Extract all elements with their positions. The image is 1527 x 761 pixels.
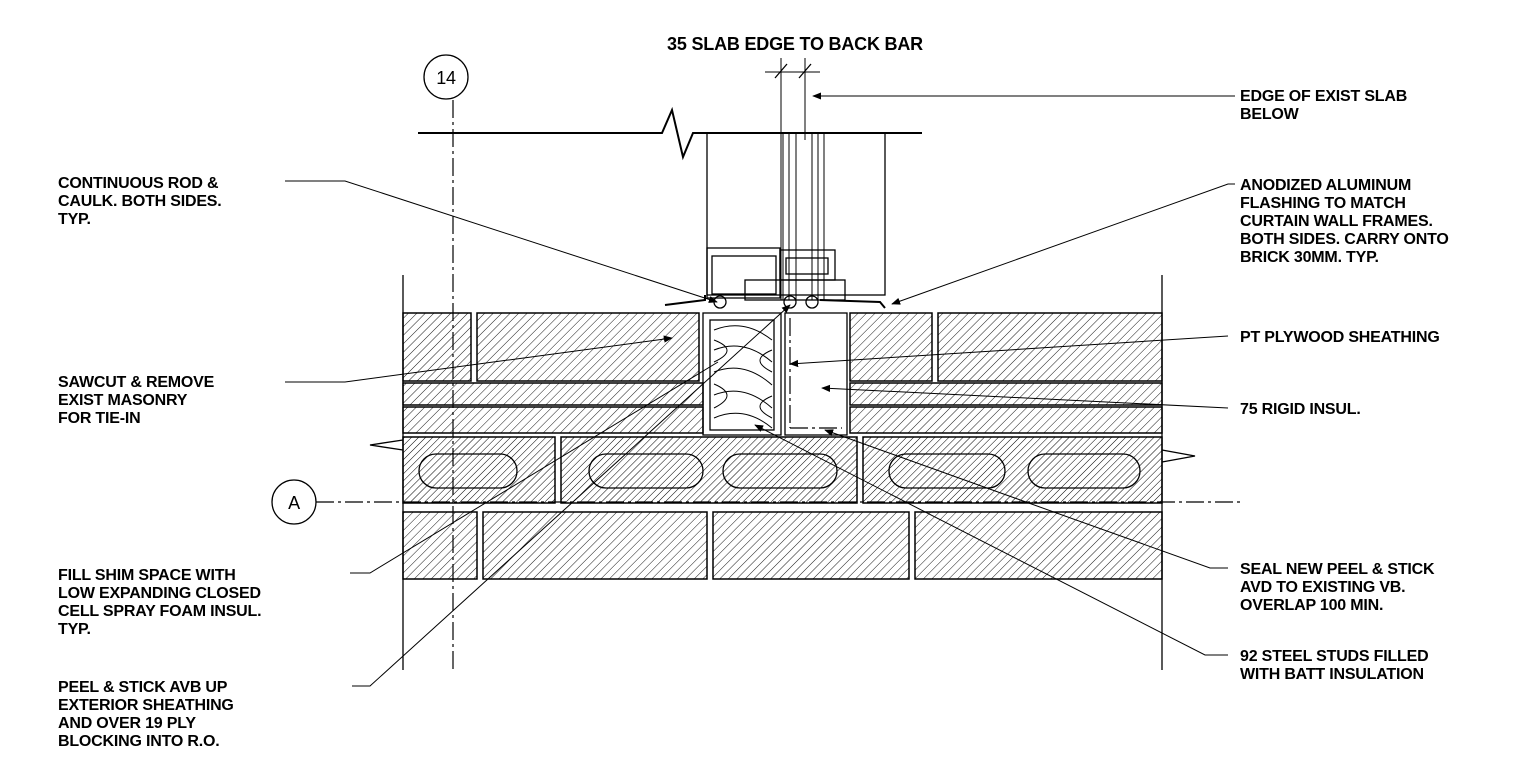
label-line: CAULK. BOTH SIDES. — [58, 193, 222, 210]
grid-bubble-a-label: A — [288, 493, 300, 513]
label-line: CURTAIN WALL FRAMES. — [1240, 213, 1433, 230]
label-line: TYP. — [58, 211, 91, 228]
detail-title: 35 SLAB EDGE TO BACK BAR — [667, 34, 923, 54]
label-line: AND OVER 19 PLY — [58, 715, 196, 732]
label-line: CELL SPRAY FOAM INSUL. — [58, 603, 261, 620]
dimension-marks — [765, 58, 820, 300]
grid-bubble-14-label: 14 — [436, 68, 456, 88]
opening-infill — [702, 312, 848, 436]
leader-lines — [285, 92, 1235, 687]
label-line: FILL SHIM SPACE WITH — [58, 567, 236, 584]
label-line: EXTERIOR SHEATHING — [58, 697, 234, 714]
masonry-course-3 — [402, 406, 1163, 434]
label-line: EXIST MASONRY — [58, 392, 188, 409]
label-line: OVERLAP 100 MIN. — [1240, 597, 1383, 614]
label-line: WITH BATT INSULATION — [1240, 666, 1424, 683]
masonry-course-2 — [402, 382, 1163, 406]
svg-text:CONTINUOUS ROD &CAULK. BOTH SI: CONTINUOUS ROD &CAULK. BOTH SIDES.TYP. — [58, 175, 222, 228]
masonry-block-course — [369, 436, 1196, 504]
label-line: LOW EXPANDING CLOSED — [58, 585, 261, 602]
label-line: ANODIZED ALUMINUM — [1240, 177, 1411, 194]
label-line: 75 RIGID INSUL. — [1240, 401, 1361, 418]
label-line: SAWCUT & REMOVE — [58, 374, 215, 391]
label-line: BRICK 30MM. TYP. — [1240, 249, 1379, 266]
label-line: BELOW — [1240, 106, 1300, 123]
masonry-course-5 — [402, 511, 1163, 580]
label-line: EDGE OF EXIST SLAB — [1240, 88, 1407, 105]
label-line: CONTINUOUS ROD & — [58, 175, 219, 192]
label-line: TYP. — [58, 621, 91, 638]
label-line: PT PLYWOOD SHEATHING — [1240, 329, 1440, 346]
left-label-rod-caulk: CONTINUOUS ROD &CAULK. BOTH SIDES.TYP. — [58, 175, 222, 228]
label-line: FLASHING TO MATCH — [1240, 195, 1406, 212]
right-label-plywood: PT PLYWOOD SHEATHING — [1240, 329, 1440, 346]
label-line: FOR TIE-IN — [58, 410, 140, 427]
label-line: 92 STEEL STUDS FILLED — [1240, 648, 1428, 665]
label-line: AVD TO EXISTING VB. — [1240, 579, 1405, 596]
flashing — [664, 295, 886, 309]
label-line: SEAL NEW PEEL & STICK — [1240, 561, 1435, 578]
label-line: PEEL & STICK AVB UP — [58, 679, 228, 696]
label-line: BOTH SIDES. CARRY ONTO — [1240, 231, 1449, 248]
right-label-rigid-insul: 75 RIGID INSUL. — [1240, 401, 1361, 418]
label-line: BLOCKING INTO R.O. — [58, 733, 219, 750]
curtain-wall-frame — [706, 132, 886, 301]
